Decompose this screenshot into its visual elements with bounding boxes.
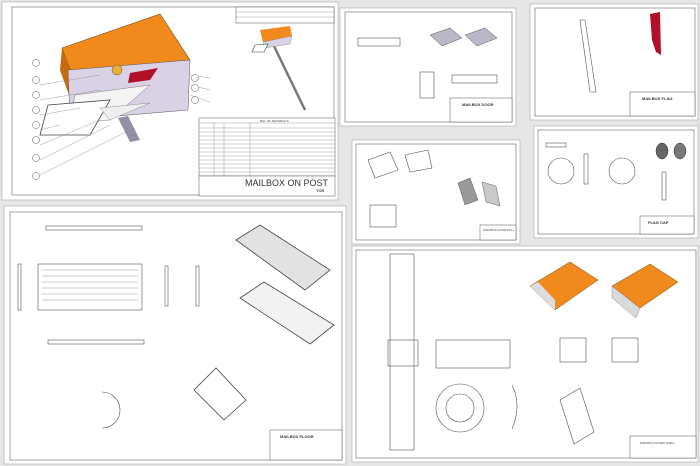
sheet-title: MAILBOX OUTER SHELL [640,441,675,445]
sheet-flag: MAILBOX FLAG [529,3,699,121]
sheet-door: MAILBOX DOOR [339,7,517,127]
sheet-title: MAILBOX FLAG [642,96,672,101]
sheet-title: FLAG CAP [648,220,669,225]
sheet-title: MAILBOX DOOR PULL [483,228,515,232]
revision-table [235,6,335,24]
sheet-title: MAILBOX FLOOR [280,434,314,439]
sheet-assembly: BILL OF MATERIALS MAILBOX ON POST TCR [1,1,339,201]
tcr-logo: TCR [316,188,324,193]
mailbox-exploded-view [32,13,211,180]
sheet-outer-shell: MAILBOX OUTER SHELL [351,245,699,463]
bill-of-materials-table: BILL OF MATERIALS [198,117,336,177]
bom-title: BILL OF MATERIALS [260,119,289,123]
sheet-title: MAILBOX ON POST [245,178,329,188]
sheet-title: MAILBOX DOOR [462,102,494,107]
sheet-flag-cap: FLAG CAP [533,125,699,239]
title-block [198,175,336,197]
sheet-floor: MAILBOX FLOOR [3,205,347,465]
sheet-door-pull: MAILBOX DOOR PULL [351,139,521,245]
mailbox-on-post-iso-view [251,26,307,111]
